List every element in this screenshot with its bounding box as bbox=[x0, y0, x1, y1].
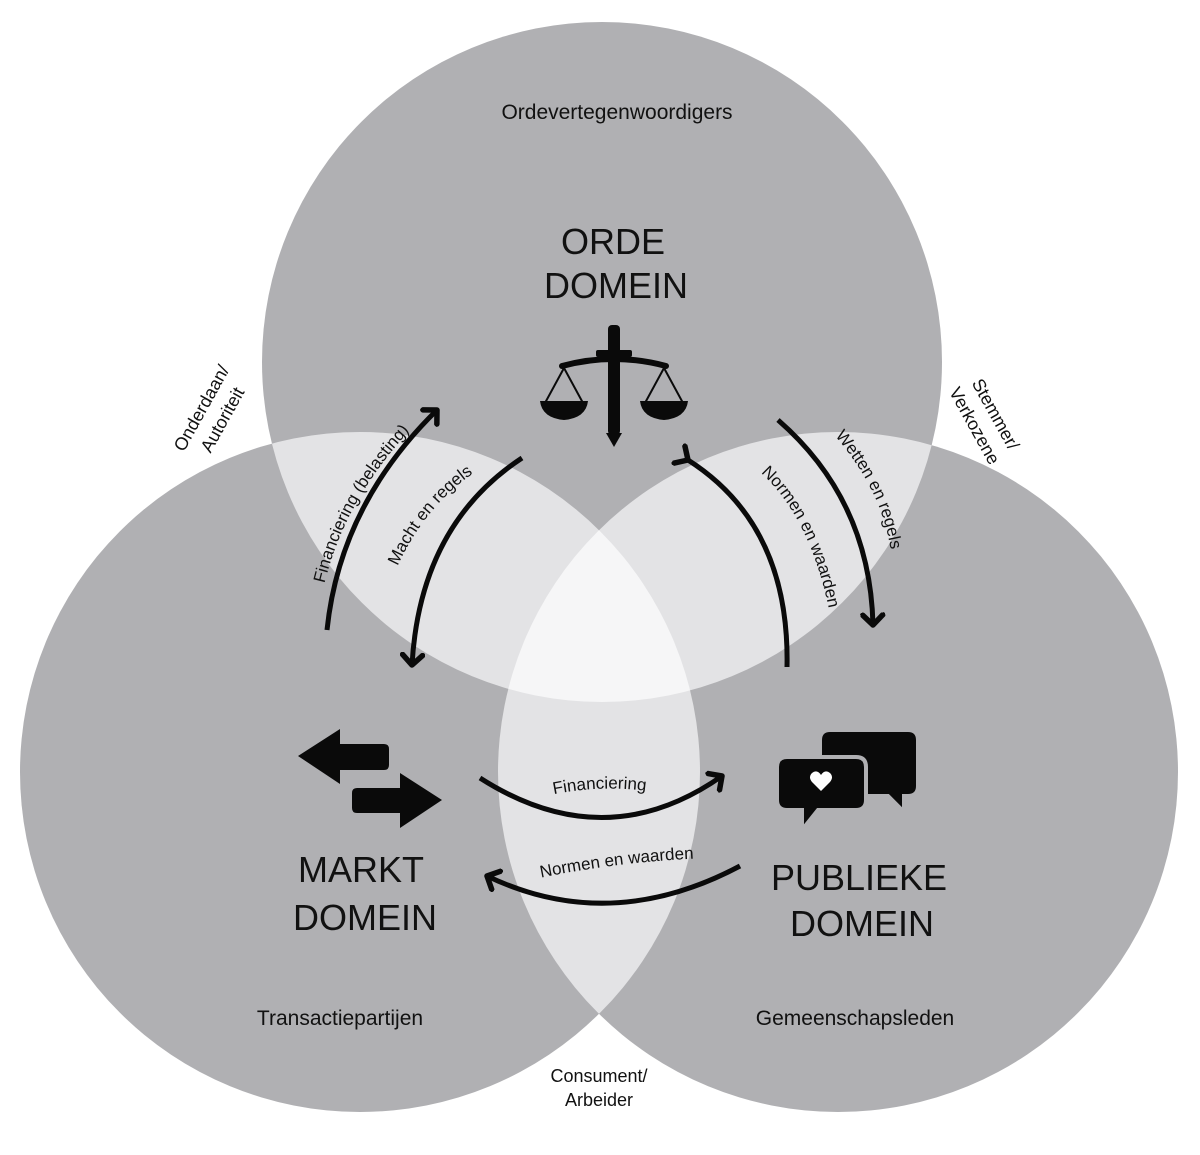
orde-members-label: Ordevertegenwoordigers bbox=[501, 101, 732, 124]
publiek-title-line2: DOMEIN bbox=[790, 903, 934, 944]
orde-title-line1: ORDE bbox=[561, 221, 665, 262]
orde-markt-overlap-label: Onderdaan/ Autoriteit bbox=[170, 362, 249, 456]
scales-of-justice-icon bbox=[540, 325, 688, 447]
publiek-members-label: Gemeenschapsleden bbox=[756, 1007, 954, 1030]
orde-publiek-overlap-label: Stemmer/ Verkozene bbox=[945, 375, 1023, 468]
markt-publiek-overlap-label-line2: Arbeider bbox=[565, 1090, 633, 1110]
orde-markt-overlap bbox=[262, 432, 700, 702]
publiek-title-line1: PUBLIEKE bbox=[771, 857, 947, 898]
markt-title-line2: DOMEIN bbox=[293, 897, 437, 938]
orde-title-line2: DOMEIN bbox=[544, 265, 688, 306]
markt-title-line1: MARKT bbox=[298, 849, 424, 890]
orde-publiek-overlap bbox=[498, 432, 942, 702]
exchange-arrows-icon bbox=[298, 729, 442, 828]
chat-bubbles-heart-icon bbox=[775, 728, 920, 836]
markt-members-label: Transactiepartijen bbox=[257, 1007, 423, 1030]
markt-publiek-overlap-label-line1: Consument/ bbox=[550, 1066, 647, 1086]
